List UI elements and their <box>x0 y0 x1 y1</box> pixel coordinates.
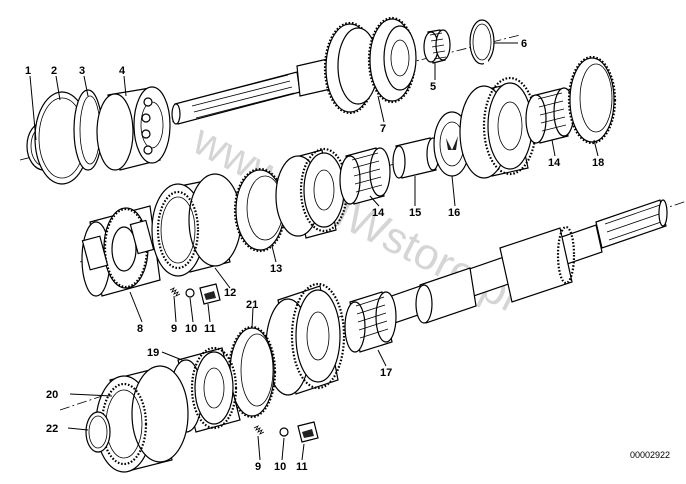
callout-2: 2 <box>51 65 57 77</box>
gear-7 <box>323 16 417 115</box>
callout-22: 22 <box>46 423 58 435</box>
callout-11-lower: 11 <box>296 461 308 473</box>
callout-11-mid: 11 <box>204 323 216 335</box>
needle-bearing-14-lower <box>339 147 391 205</box>
needle-bearing-14-upper <box>525 87 575 144</box>
sleeve-20 <box>95 365 189 473</box>
detent-plate-11-lower <box>297 421 319 443</box>
callout-19: 19 <box>147 347 159 359</box>
callout-4: 4 <box>119 65 126 77</box>
callout-12: 12 <box>224 287 236 299</box>
callout-1: 1 <box>25 65 31 77</box>
callout-9-mid: 9 <box>171 323 177 335</box>
needle-bearing-5 <box>423 29 451 64</box>
reference-number: 00002922 <box>630 450 670 460</box>
callouts: 1 2 3 4 5 6 7 8 9 10 11 12 13 14 15 16 1… <box>25 38 604 473</box>
detent-ball-10-mid <box>185 288 195 298</box>
callout-16: 16 <box>448 207 460 219</box>
callout-10-lower: 10 <box>274 461 286 473</box>
callout-3: 3 <box>79 65 85 77</box>
callout-10-mid: 10 <box>185 323 197 335</box>
leader-lines <box>29 42 599 461</box>
callout-14-upper: 14 <box>548 157 561 169</box>
large-gear-lower <box>265 282 346 396</box>
ball-bearing-4 <box>96 86 171 171</box>
callout-9-lower: 9 <box>255 461 261 473</box>
large-gear-upper-right <box>459 76 538 179</box>
synchronizer-hub-8 <box>81 205 161 297</box>
synchro-ring-18 <box>567 55 617 145</box>
detent-spring-9-lower <box>253 425 265 435</box>
mid-gear <box>275 147 349 239</box>
spacer-sleeve-15 <box>392 137 440 179</box>
snap-ring-6 <box>469 19 495 66</box>
callout-20: 20 <box>46 389 58 401</box>
callout-8: 8 <box>137 323 143 335</box>
callout-5: 5 <box>430 81 436 93</box>
synchro-ring-21 <box>227 325 277 419</box>
callout-13: 13 <box>270 263 282 275</box>
callout-6: 6 <box>521 38 527 50</box>
callout-14-lower: 14 <box>372 207 385 219</box>
callout-18: 18 <box>592 157 604 169</box>
callout-17: 17 <box>380 367 392 379</box>
sleeve-12 <box>151 173 242 277</box>
callout-7: 7 <box>380 123 386 135</box>
callout-21: 21 <box>246 299 258 311</box>
circlip-22 <box>85 411 111 453</box>
detent-plate-11-mid <box>199 283 221 305</box>
needle-bearing-17 <box>344 291 397 353</box>
detent-ball-10-lower <box>279 427 289 437</box>
detent-spring-9-mid <box>169 287 181 297</box>
callout-15: 15 <box>409 207 421 219</box>
main-shaft <box>379 199 668 327</box>
